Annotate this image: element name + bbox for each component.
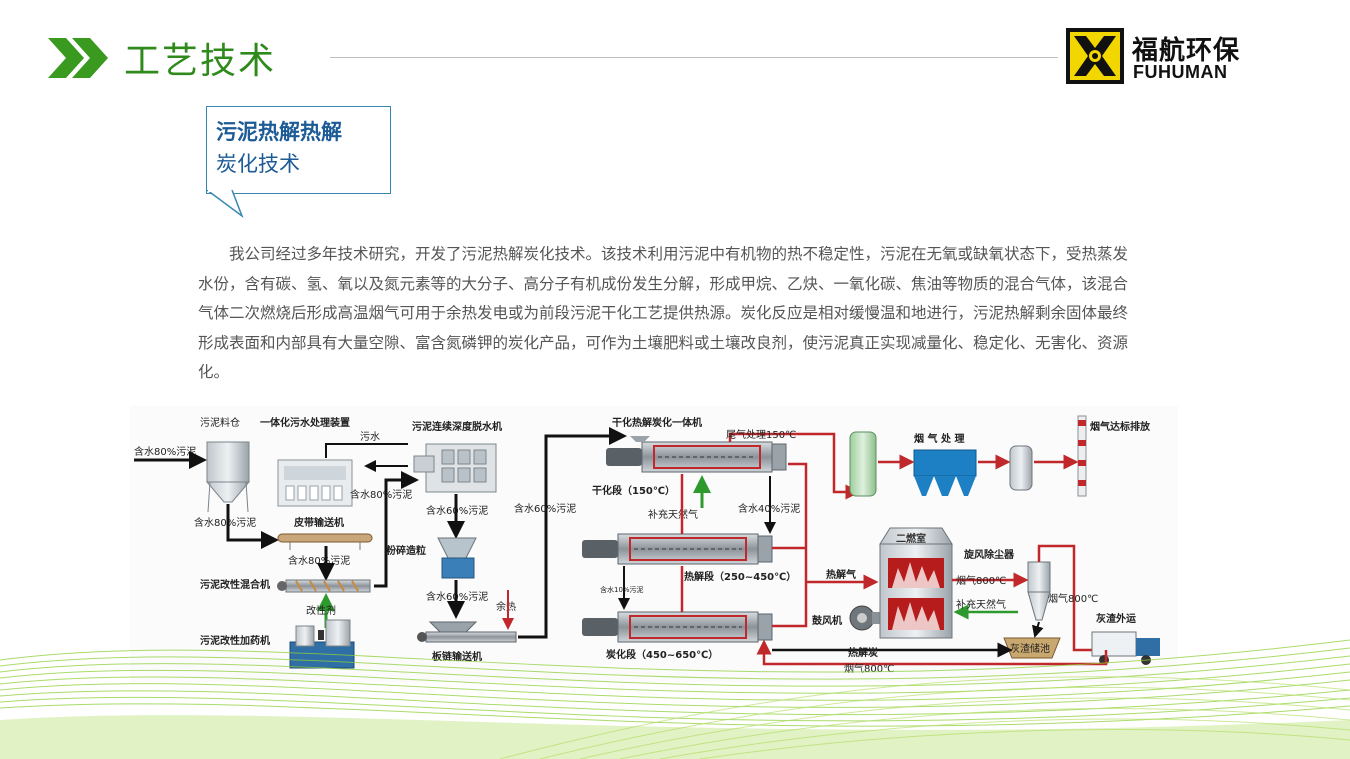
label-water-80-b: 含水80%污泥 xyxy=(288,554,350,567)
sludge-mixer xyxy=(277,579,371,593)
ash-truck-icon xyxy=(1091,631,1160,665)
pyrolysis-drum xyxy=(582,533,773,565)
label-ash-pool: 灰渣储池 xyxy=(1010,642,1050,655)
fuhuman-logo-icon xyxy=(1066,28,1124,84)
description-paragraph: 我公司经过多年技术研究，开发了污泥热解炭化技术。该技术利用污泥中有机物的热不稳定… xyxy=(198,245,1129,381)
process-flow-diagram: 污泥料仓 含水80%污泥 含水80%污泥 一体化污水处理装置 污水 皮带输送机 … xyxy=(130,406,1178,682)
chain-conveyor xyxy=(417,621,517,643)
label-dosing: 污泥改性加药机 xyxy=(200,634,270,647)
label-natgas-a: 补充天然气 xyxy=(648,508,698,521)
callout-title-line2: 炭化技术 xyxy=(216,152,300,176)
sewage-line xyxy=(325,443,408,458)
section-callout-box xyxy=(206,106,391,194)
callout-tail xyxy=(206,190,244,219)
logo-english-name: FUHUMAN xyxy=(1133,62,1228,82)
label-mixer: 污泥改性混合机 xyxy=(200,578,270,591)
label-blower: 鼓风机 xyxy=(812,614,842,627)
arrow-chain-to-dryer xyxy=(518,427,627,639)
decorative-waves xyxy=(0,639,1350,759)
chevron-arrows-icon xyxy=(48,38,108,78)
label-drying-stage: 干化段（150℃） xyxy=(592,484,675,497)
granulator xyxy=(437,537,477,579)
label-water-10: 含水10%污泥 xyxy=(600,585,644,594)
sludge-silo xyxy=(205,441,251,513)
blower xyxy=(849,605,882,631)
label-tail-gas: 尾气处理150℃ xyxy=(726,428,796,441)
label-sewage: 污水 xyxy=(360,431,380,443)
label-dewatering: 污泥连续深度脱水机 xyxy=(412,420,502,433)
tail-gas-line xyxy=(728,432,861,500)
label-modifier: 改性剂 xyxy=(306,604,336,617)
label-pyro-gas: 热解气 xyxy=(826,568,856,581)
label-flue-800-b: 烟气800℃ xyxy=(1048,592,1098,605)
label-water-80-a: 含水80%污泥 xyxy=(194,516,256,529)
label-flue-discharge: 烟气达标排放 xyxy=(1090,420,1151,433)
label-input-80: 含水80%污泥 xyxy=(134,445,196,458)
label-pyrolysis-stage: 热解段（250~450℃） xyxy=(684,570,796,583)
fan-tank xyxy=(1009,445,1033,491)
baghouse-filter xyxy=(913,449,977,496)
label-flue-800-a: 烟气800℃ xyxy=(956,574,1006,587)
label-second-chamber: 二燃室 xyxy=(896,532,926,545)
label-flue-treatment: 烟 气 处 理 xyxy=(914,432,964,445)
label-water-60-c: 含水60%污泥 xyxy=(514,502,576,515)
label-integrated-machine: 干化热解炭化一体机 xyxy=(612,416,702,429)
second-combustion-chamber xyxy=(879,527,953,639)
label-cyclone: 旋风除尘器 xyxy=(963,548,1015,561)
scrubber-tower xyxy=(849,431,877,497)
integrated-treatment-unit xyxy=(277,459,353,507)
arrow-silo-to-belt xyxy=(226,504,279,549)
belt-conveyor xyxy=(277,533,373,550)
label-granulator: 粉碎造粒 xyxy=(386,544,426,557)
chimney xyxy=(1077,415,1087,497)
drying-drum xyxy=(606,436,787,473)
cyclone-separator xyxy=(1027,561,1051,621)
label-natgas-b: 补充天然气 xyxy=(956,598,1006,611)
flue-800-c-line xyxy=(756,639,1108,666)
flue-800-b-line xyxy=(1037,544,1106,652)
label-water-80-c: 含水80%污泥 xyxy=(350,488,412,501)
callout-title-line1: 污泥热解热解 xyxy=(216,120,342,144)
carbonization-drum xyxy=(582,611,773,643)
page-title: 工艺技术 xyxy=(124,41,277,82)
label-pyro-carbon: 热解炭 xyxy=(848,646,878,659)
label-carbon-stage: 炭化段（450~650℃） xyxy=(606,648,718,661)
header-divider xyxy=(330,57,1058,58)
label-ash-out: 灰渣外运 xyxy=(1096,612,1136,625)
heat-loop-right xyxy=(772,462,808,628)
label-belt-conveyor: 皮带输送机 xyxy=(293,516,344,529)
label-integrated-treatment: 一体化污水处理装置 xyxy=(260,416,350,429)
process-flow-svg: 污泥料仓 含水80%污泥 含水80%污泥 一体化污水处理装置 污水 皮带输送机 … xyxy=(134,415,1160,675)
logo-chinese-name: 福航环保 xyxy=(1132,36,1241,66)
arrow-cyclone-to-ash xyxy=(1031,621,1044,638)
dewatering-machine xyxy=(413,443,497,493)
label-water-40: 含水40%污泥 xyxy=(738,502,800,515)
label-sludge-silo: 污泥料仓 xyxy=(200,416,240,429)
label-waste-heat: 余热 xyxy=(496,600,516,613)
arrow-mixer-to-dewater xyxy=(374,471,419,588)
